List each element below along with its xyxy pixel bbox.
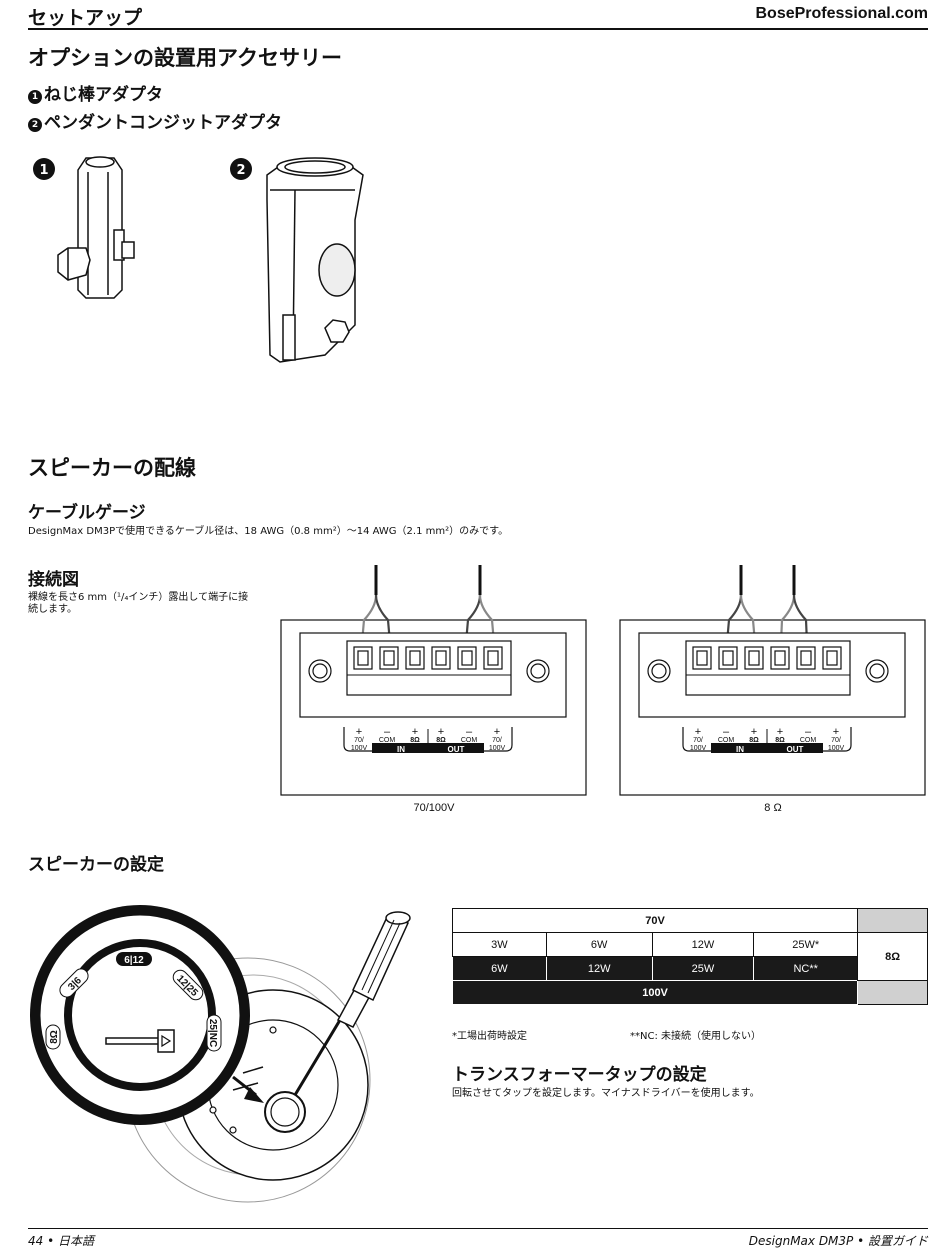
cable-gauge-title: ケーブルゲージ — [28, 503, 146, 523]
svg-text:COM: COM — [718, 737, 735, 744]
site-name: BoseProfessional.com — [755, 5, 929, 22]
note-nc: **NC: 未接続（使用しない） — [630, 1031, 762, 1042]
accessory-item-2-label: ペンダントコンジットアダプタ — [44, 113, 282, 133]
terminal-diagram-70-100v: + – + + – + 70/ 100V COM 8Ω 8Ω COM 70/ 1… — [280, 565, 587, 796]
svg-text:8Ω: 8Ω — [775, 737, 785, 744]
svg-text:8Ω: 8Ω — [436, 737, 446, 744]
svg-text:+: + — [356, 726, 362, 738]
table-cell: 25W* — [753, 932, 859, 957]
svg-text:+: + — [438, 726, 444, 738]
svg-text:+: + — [833, 726, 839, 738]
caption-70-100v: 70/100V — [413, 802, 455, 814]
tap-settings-table: 70V 3W 6W 12W 25W* 8Ω 6W 12W 25W NC** 10… — [451, 908, 928, 1005]
ohm-cell: 8Ω — [857, 932, 928, 981]
svg-text:70/: 70/ — [354, 737, 364, 744]
svg-text:COM: COM — [461, 737, 478, 744]
svg-text:–: – — [466, 726, 473, 738]
note-factory-default: *工場出荷時設定 — [452, 1031, 527, 1042]
table-cell: 6W — [545, 932, 653, 957]
svg-text:–: – — [723, 726, 730, 738]
svg-text:+: + — [494, 726, 500, 738]
table-cell: 25W — [651, 956, 755, 981]
tap-dial-illustration: 6|12 3|6 12|25 25|NC 8Ω — [30, 905, 411, 1203]
section-header: セットアップ — [28, 7, 143, 29]
connection-diagram-title: 接続図 — [28, 570, 79, 590]
svg-text:IN: IN — [736, 745, 744, 754]
svg-text:–: – — [805, 726, 812, 738]
table-cell: 3W — [452, 932, 547, 957]
svg-text:100V: 100V — [351, 745, 368, 752]
grey-cell-bottom — [857, 980, 928, 1005]
svg-text:OUT: OUT — [787, 745, 804, 754]
svg-text:8Ω: 8Ω — [749, 737, 759, 744]
svg-text:100V: 100V — [690, 745, 707, 752]
svg-text:+: + — [412, 726, 418, 738]
document-title: DesignMax DM3P • 設置ガイド — [748, 1234, 928, 1248]
accessories-title: オプションの設置用アクセサリー — [28, 46, 342, 70]
header-rule — [28, 28, 928, 30]
item-number-2: 2 — [28, 118, 42, 132]
grey-cell-top — [857, 908, 928, 933]
svg-text:+: + — [777, 726, 783, 738]
table-cell: NC** — [753, 956, 859, 981]
connection-text-line-1: 裸線を長さ6 mm（¹/₄インチ）露出して端子に接 — [28, 592, 249, 603]
svg-text:8Ω: 8Ω — [410, 737, 420, 744]
dial-label-6-12: 6|12 — [124, 955, 144, 966]
connection-diagram-text: 裸線を長さ6 mm（¹/₄インチ）露出して端子に接 続します。 — [28, 592, 248, 616]
diagram-number-2: 2 — [236, 163, 245, 178]
svg-text:–: – — [384, 726, 391, 738]
threaded-rod-adapter-illustration: 1 — [33, 156, 135, 299]
svg-text:OUT: OUT — [448, 745, 465, 754]
svg-text:70/: 70/ — [492, 737, 502, 744]
svg-text:+: + — [695, 726, 701, 738]
table-cell: 12W — [545, 956, 653, 981]
tap-setting-text: 回転させてタップを設定します。マイナスドライバーを使用します。 — [452, 1088, 760, 1099]
connection-text-line-2: 続します。 — [28, 604, 77, 615]
svg-text:COM: COM — [800, 737, 817, 744]
wiring-title: スピーカーの配線 — [28, 456, 196, 480]
svg-text:70/: 70/ — [831, 737, 841, 744]
page-number: 44 • 日本語 — [28, 1234, 94, 1248]
pendant-conduit-adapter-illustration: 2 — [230, 157, 364, 363]
svg-text:100V: 100V — [489, 745, 506, 752]
tap-setting-title: トランスフォーマータップの設定 — [452, 1065, 707, 1085]
table-cell: 6W — [452, 956, 547, 981]
table-cell: 12W — [651, 932, 755, 957]
accessory-item-1-label: ねじ棒アダプタ — [44, 85, 163, 105]
cable-gauge-text: DesignMax DM3Pで使用できるケーブル径は、18 AWG（0.8 mm… — [28, 526, 509, 537]
svg-text:+: + — [751, 726, 757, 738]
svg-text:COM: COM — [379, 737, 396, 744]
diagram-number-1: 1 — [39, 163, 48, 178]
dial-label-8-ohm: 8Ω — [49, 1030, 60, 1044]
header-70v: 70V — [451, 908, 859, 933]
speaker-settings-title: スピーカーの設定 — [28, 855, 164, 875]
footer-100v: 100V — [451, 980, 859, 1005]
svg-text:IN: IN — [397, 745, 405, 754]
item-number-1: 1 — [28, 90, 42, 104]
caption-8-ohm: 8 Ω — [764, 802, 782, 814]
footer-rule — [28, 1228, 928, 1229]
dial-label-25-nc: 25|NC — [207, 1019, 218, 1047]
terminal-diagram-8-ohm: + – + + – + 70/ 100V COM 8Ω 8Ω COM 70/ 1… — [619, 565, 926, 796]
svg-text:70/: 70/ — [693, 737, 703, 744]
svg-text:100V: 100V — [828, 745, 845, 752]
